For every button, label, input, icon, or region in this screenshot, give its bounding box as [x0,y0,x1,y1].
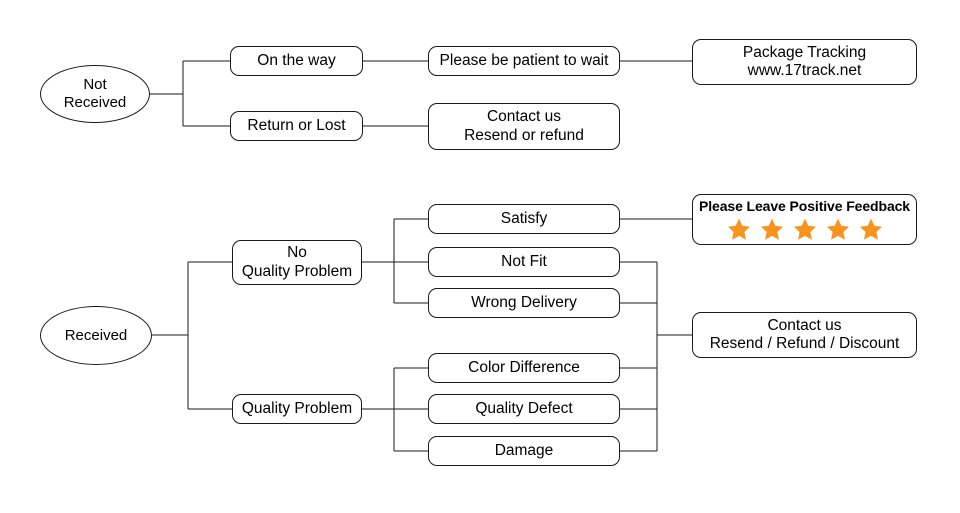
node-quality-problem-label: Quality Problem [241,399,353,417]
node-return-or-lost-label: Return or Lost [247,116,346,134]
node-quality-problem[interactable]: Quality Problem [232,394,362,424]
node-no-quality-problem-line2: Quality Problem [241,262,353,280]
star-icon[interactable] [726,217,752,242]
node-quality-defect[interactable]: Quality Defect [428,394,620,424]
node-on-the-way-label: On the way [257,51,336,69]
node-not-fit-label: Not Fit [501,252,547,270]
star-icon[interactable] [759,217,785,242]
node-package-tracking[interactable]: Package Tracking www.17track.net [692,39,917,85]
node-on-the-way[interactable]: On the way [230,46,363,76]
star-rating[interactable] [726,217,884,242]
node-contact-resolution-line1: Contact us [767,316,842,334]
node-contact-resolution-line2: Resend / Refund / Discount [709,335,900,352]
node-positive-feedback[interactable]: Please Leave Positive Feedback [692,194,917,245]
node-damage-label: Damage [494,441,554,459]
node-color-difference[interactable]: Color Difference [428,353,620,383]
node-received[interactable]: Received [40,306,152,365]
node-wrong-delivery[interactable]: Wrong Delivery [428,288,620,318]
node-color-difference-label: Color Difference [468,358,580,376]
node-contact-resend-refund-line1: Contact us [486,108,562,126]
node-return-or-lost[interactable]: Return or Lost [230,111,363,141]
node-damage[interactable]: Damage [428,436,620,466]
node-please-be-patient[interactable]: Please be patient to wait [428,46,620,76]
star-icon[interactable] [858,217,884,242]
node-wrong-delivery-label: Wrong Delivery [471,293,577,311]
node-not-received-line1: Not [83,76,107,94]
star-icon[interactable] [825,217,851,242]
node-quality-defect-label: Quality Defect [475,399,573,417]
node-received-label: Received [64,326,128,344]
node-no-quality-problem-line1: No [287,244,307,262]
node-not-received[interactable]: Not Received [40,65,150,123]
node-satisfy[interactable]: Satisfy [428,204,620,234]
node-contact-resend-refund-line2: Resend or refund [464,126,584,144]
node-please-be-patient-label: Please be patient to wait [439,51,609,69]
node-not-fit[interactable]: Not Fit [428,247,620,277]
node-package-tracking-line2: www.17track.net [747,62,862,79]
node-not-received-line2: Received [63,94,127,111]
node-no-quality-problem[interactable]: No Quality Problem [232,240,362,285]
node-positive-feedback-title: Please Leave Positive Feedback [698,198,910,215]
star-icon[interactable] [792,217,818,242]
node-contact-resend-refund-discount[interactable]: Contact us Resend / Refund / Discount [692,312,917,358]
node-package-tracking-line1: Package Tracking [742,43,867,61]
node-satisfy-label: Satisfy [500,209,548,227]
node-contact-resend-refund[interactable]: Contact us Resend or refund [428,103,620,150]
